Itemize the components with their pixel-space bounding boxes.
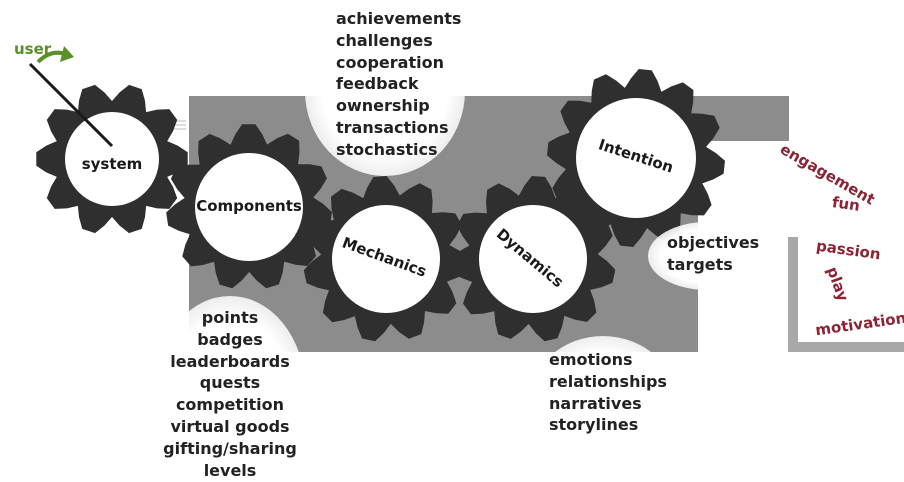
list-item: feedback: [336, 74, 419, 94]
dynamics-list-glow: [528, 336, 678, 474]
list-item: storylines: [549, 415, 639, 435]
list-item: transactions: [336, 117, 449, 137]
components-list-glow: [155, 296, 305, 482]
gears-layer: [36, 69, 725, 342]
gear-face: [576, 98, 696, 218]
gear-components: [166, 124, 332, 289]
list-item: narratives: [549, 393, 642, 413]
list-item: stochastics: [336, 139, 438, 159]
gear-label-system: system: [82, 155, 143, 173]
gear-face: [479, 205, 587, 313]
gear-face: [332, 205, 440, 313]
list-item: cooperation: [336, 52, 444, 72]
list-item: leaderboards: [170, 351, 290, 371]
list-item: levels: [203, 460, 257, 480]
user-pointer-line: [28, 62, 114, 148]
gear-face: [195, 153, 303, 261]
list-item: objectives: [667, 233, 760, 252]
intention-list-glow: [648, 222, 766, 290]
list-item: competition: [175, 395, 285, 415]
list-item: emotions: [549, 350, 633, 369]
gear-label-components: Components: [196, 197, 302, 215]
gear-intention: [547, 69, 725, 247]
user-arrow-icon: [36, 46, 74, 64]
list-item: quests: [199, 373, 261, 393]
gear-face: [65, 112, 159, 206]
intention-list: objectives targets: [667, 232, 759, 276]
list-item: targets: [667, 254, 733, 274]
mechanics-list-glow: [305, 6, 465, 176]
list-item: virtual goods: [170, 416, 290, 436]
gear-system: [36, 84, 188, 234]
list-item: ownership: [336, 96, 430, 116]
list-item: gifting/sharing: [163, 438, 297, 458]
list-item: badges: [197, 329, 263, 349]
list-item: challenges: [336, 30, 433, 50]
list-item: achievements: [336, 9, 462, 28]
list-item: points: [201, 308, 259, 327]
gear-mechanics: [303, 176, 469, 342]
list-item: relationships: [549, 371, 667, 391]
user-label: user: [14, 40, 52, 58]
gear-dynamics: [450, 176, 616, 342]
outcome-fun: fun: [830, 193, 862, 215]
